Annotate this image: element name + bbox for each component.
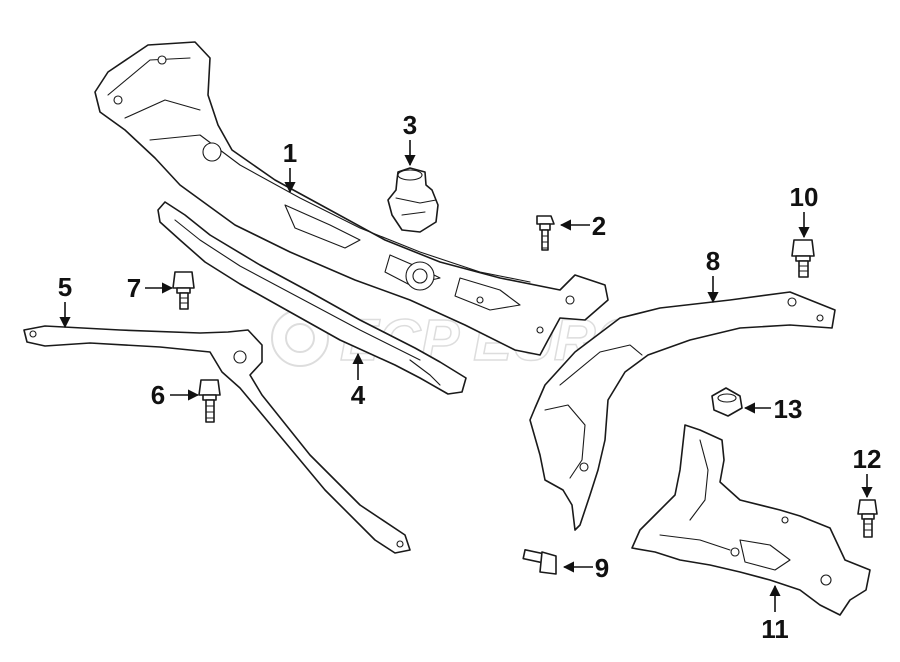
callout-4: 4: [351, 380, 366, 410]
part-7-bolt: [172, 271, 195, 310]
callout-5: 5: [58, 272, 72, 302]
callout-13: 13: [774, 394, 803, 424]
part-9-bolt: [522, 549, 557, 575]
callout-2: 2: [592, 211, 606, 241]
callout-labels: 1 2 3 4 5 6 7 8 9 10 11 12 13: [58, 110, 882, 644]
part-1-upper-support-panel: [94, 41, 609, 356]
part-11-lower-bracket: [631, 424, 871, 616]
callout-1: 1: [283, 138, 297, 168]
callout-9: 9: [595, 553, 609, 583]
callout-11: 11: [761, 614, 789, 644]
part-2-bolt: [536, 215, 555, 251]
callout-8: 8: [706, 246, 720, 276]
leader-lines: [59, 140, 873, 612]
part-10-bolt: [791, 239, 815, 278]
part-5-brace: [23, 325, 411, 554]
callout-12: 12: [853, 444, 882, 474]
callout-10: 10: [790, 182, 819, 212]
callout-3: 3: [403, 110, 417, 140]
part-8-side-bracket: [529, 291, 836, 531]
part-3-mount: [387, 167, 439, 233]
part-4-lower-tie-bar: [157, 201, 467, 395]
part-6-bolt: [198, 379, 221, 423]
callout-6: 6: [151, 380, 165, 410]
part-13-nut: [711, 387, 743, 417]
callout-7: 7: [127, 273, 141, 303]
part-12-bolt: [857, 499, 878, 538]
